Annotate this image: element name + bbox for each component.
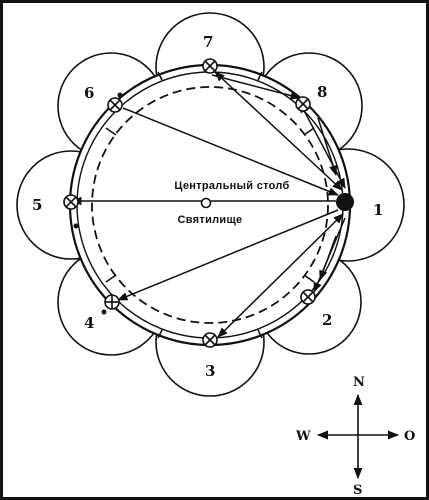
station-label-7: 7	[203, 33, 213, 51]
dashed-ring	[91, 86, 329, 324]
station-marker-4	[104, 294, 120, 310]
ring-dots	[73, 92, 123, 315]
station-label-4: 4	[84, 314, 94, 332]
sanctuary-label: Святилище	[178, 214, 243, 226]
compass-north: N	[353, 375, 365, 390]
compass-west: W	[295, 429, 311, 444]
station-label-1: 1	[373, 201, 383, 219]
station-marker-3	[202, 332, 218, 348]
station-label-2: 2	[322, 311, 332, 329]
station-label-3: 3	[205, 362, 215, 380]
station-marker-5	[63, 194, 79, 210]
station-marker-2	[300, 289, 316, 305]
station-markers	[63, 58, 316, 348]
station-marker-7	[202, 58, 218, 74]
central-pillar-label: Центральный столб	[174, 180, 289, 192]
compass-east: O	[404, 429, 415, 444]
line-8-1b	[317, 117, 338, 177]
compass-rose: N S W O	[295, 375, 415, 498]
station-label-5: 5	[32, 196, 42, 214]
station-marker-8	[295, 96, 311, 112]
line-8-1	[299, 102, 346, 189]
central-pillar	[200, 197, 212, 209]
station-marker-6	[107, 97, 123, 113]
station-marker-1	[336, 193, 354, 211]
station-label-6: 6	[84, 84, 94, 102]
station-label-8: 8	[317, 83, 327, 101]
line-1-2b	[319, 235, 337, 281]
line-1-3	[217, 213, 344, 338]
line-7-8	[211, 74, 302, 100]
sight-lines	[70, 71, 346, 338]
compass-south: S	[353, 483, 362, 498]
